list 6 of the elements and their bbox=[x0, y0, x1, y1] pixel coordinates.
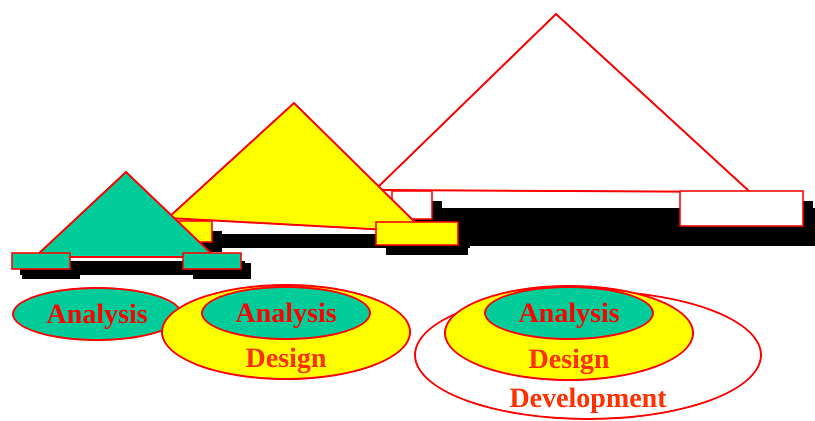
phase-label: Analysis bbox=[518, 299, 620, 329]
phase-label: Development bbox=[509, 384, 667, 414]
phase-label: Analysis bbox=[46, 300, 148, 330]
phase-label: Design bbox=[528, 345, 610, 375]
phase-label: Design bbox=[246, 344, 326, 374]
phase-label: Analysis bbox=[235, 299, 337, 329]
